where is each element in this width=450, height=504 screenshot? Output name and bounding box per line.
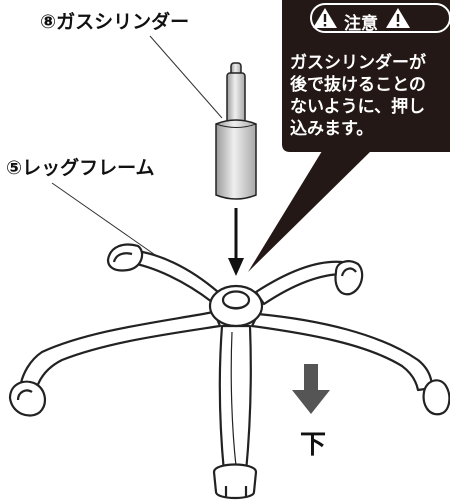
gas-cylinder	[215, 62, 257, 200]
caution-text: ガスシリンダーが 後で抜けることの ないように、押し 込みます。	[290, 53, 426, 139]
caution-title: 注意	[344, 14, 378, 34]
down-arrow	[292, 364, 330, 414]
warning-triangle-icon	[313, 8, 337, 28]
caution-callout-box	[282, 0, 450, 152]
down-label: 下	[300, 430, 327, 460]
warning-triangle-icon	[386, 8, 410, 28]
gas-cylinder-label: ⑧ガスシリンダー	[40, 11, 190, 33]
insert-arrow	[228, 208, 244, 276]
caution-callout	[248, 0, 450, 272]
leg-frame	[8, 243, 450, 500]
caution-callout-pointer	[248, 138, 372, 272]
leg-frame-label: ⑤レッグフレーム	[6, 157, 155, 179]
cylinder-leader-line	[149, 35, 223, 119]
caution-title-badge	[310, 3, 450, 33]
